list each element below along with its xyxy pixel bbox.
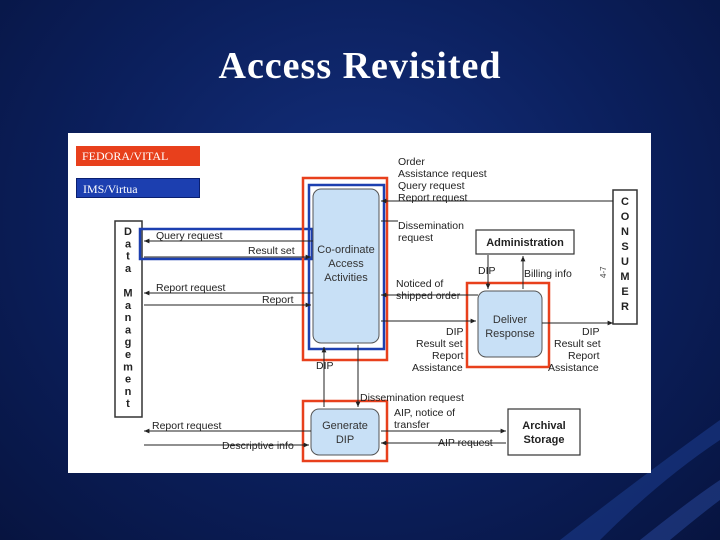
data-management-letter: e [125,349,131,361]
label-aip-notice-2: transfer [394,419,430,431]
label-query-request: Query request [156,230,223,242]
consumer-box [612,189,638,325]
data-management-box [114,220,143,418]
coordinate-highlight-outer [301,176,389,362]
generate-box [310,408,380,456]
archival-storage-box [507,408,581,456]
label-result-set: Result set [248,245,295,257]
archival-label-2: Storage [524,434,565,446]
data-management-letter: g [125,337,132,349]
coordinate-box [312,188,380,344]
data-management-letter: M [123,288,132,300]
consumer-letter: C [621,196,629,208]
label-result-set-right: Result set [554,338,601,350]
consumer-letter: S [621,241,628,253]
data-management-letter: a [125,324,132,336]
consumer-letter: N [621,226,629,238]
consumer-letter: U [621,256,629,268]
deliver-highlight [465,281,551,369]
label-descriptive-info: Descriptive info [222,440,294,452]
label-report-right: Report [568,350,600,362]
data-management-letter: a [125,238,132,250]
label-result-set-mid: Result set [416,338,463,350]
label-order: Order [398,156,425,168]
label-dip-mid: DIP [446,326,464,338]
fedora-vital-badge: FEDORA/VITAL [76,146,200,166]
data-management-letter: a [125,263,132,275]
data-management-letter: a [125,300,132,312]
query-highlight-box [138,227,314,261]
consumer-letter: O [621,211,630,223]
consumer-letter: E [621,286,628,298]
administration-label: Administration [486,237,564,249]
data-management-letter: m [123,361,133,373]
consumer-letter: R [621,301,629,313]
label-aip-notice-1: AIP, notice of [394,407,455,419]
generate-label-1: Generate [322,420,368,432]
label-dissemination-1: Dissemination [398,220,464,232]
label-dip-left: DIP [316,360,334,372]
label-report-mid: Report [432,350,464,362]
consumer-side-label: 4-7 [599,266,608,278]
label-assistance-mid: Assistance [412,362,463,374]
label-noticed-2: shipped order [396,290,461,302]
data-management-letter: t [126,251,130,263]
coordinate-label-1: Co-ordinate [317,244,374,256]
data-management-letter: n [125,386,132,398]
consumer-letter: M [620,271,629,283]
data-management-letter: D [124,226,132,238]
label-dissemination-bottom: Dissemination request [360,392,464,404]
coordinate-highlight-inner [307,183,386,351]
coordinate-label-2: Access [328,258,364,270]
generate-label-2: DIP [336,434,354,446]
deliver-label-1: Deliver [493,314,528,326]
label-billing-info: Billing info [524,268,572,280]
label-dissemination-2: request [398,232,433,244]
label-report: Report [262,294,294,306]
deliver-box [477,290,543,358]
label-report-request-bottom: Report request [152,420,222,432]
label-assistance-right: Assistance [548,362,599,374]
deliver-label-2: Response [485,328,535,340]
label-dip-admin: DIP [478,265,496,277]
label-assistance-request: Assistance request [398,168,487,180]
administration-box [475,229,575,255]
label-report-request-top: Report request [398,192,468,204]
data-management-letter: e [125,374,131,386]
label-query-request-top: Query request [398,180,465,192]
label-report-request: Report request [156,282,226,294]
data-management-letter: n [125,312,132,324]
archival-label-1: Archival [522,420,565,432]
label-aip-request: AIP request [438,437,493,449]
label-dip-right: DIP [582,326,600,338]
slide-title: Access Revisited [218,45,502,87]
label-noticed-1: Noticed of [396,278,443,290]
ims-virtua-badge: IMS/Virtua [76,178,200,198]
data-management-letter: t [126,398,130,410]
coordinate-label-3: Activities [324,272,368,284]
